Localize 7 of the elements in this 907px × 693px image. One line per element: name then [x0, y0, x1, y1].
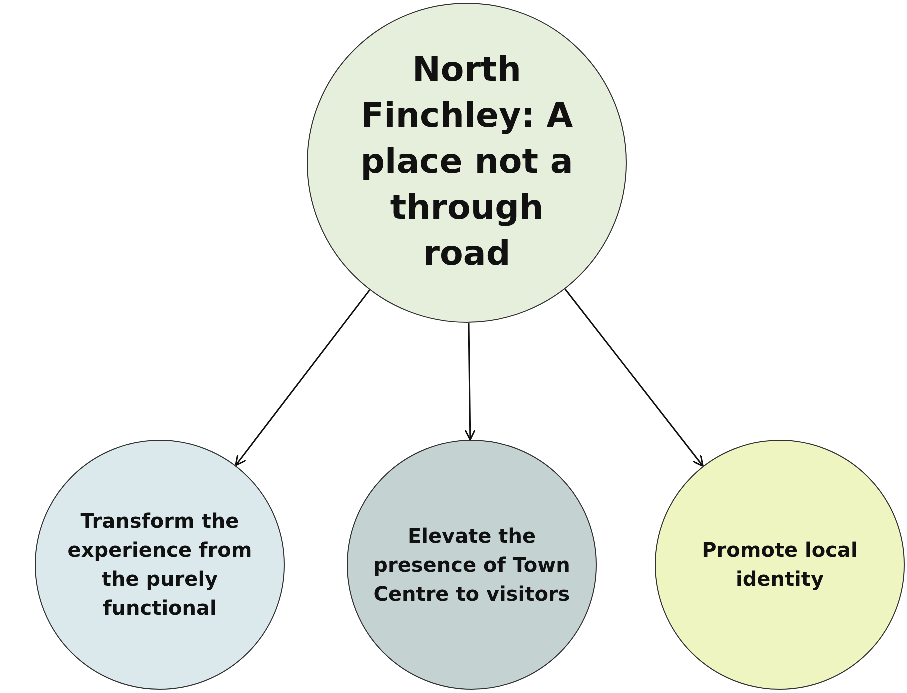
arrow	[464, 322, 476, 441]
node-label: Transform the experience from the purely functional	[66, 508, 254, 622]
node-label: Elevate the presence of Town Centre to visitors	[372, 522, 572, 608]
node-label: Promote local identity	[701, 537, 859, 593]
arrow	[564, 288, 704, 468]
arrow	[235, 290, 370, 466]
node-label: North Finchley: A place not a through road	[360, 49, 574, 276]
